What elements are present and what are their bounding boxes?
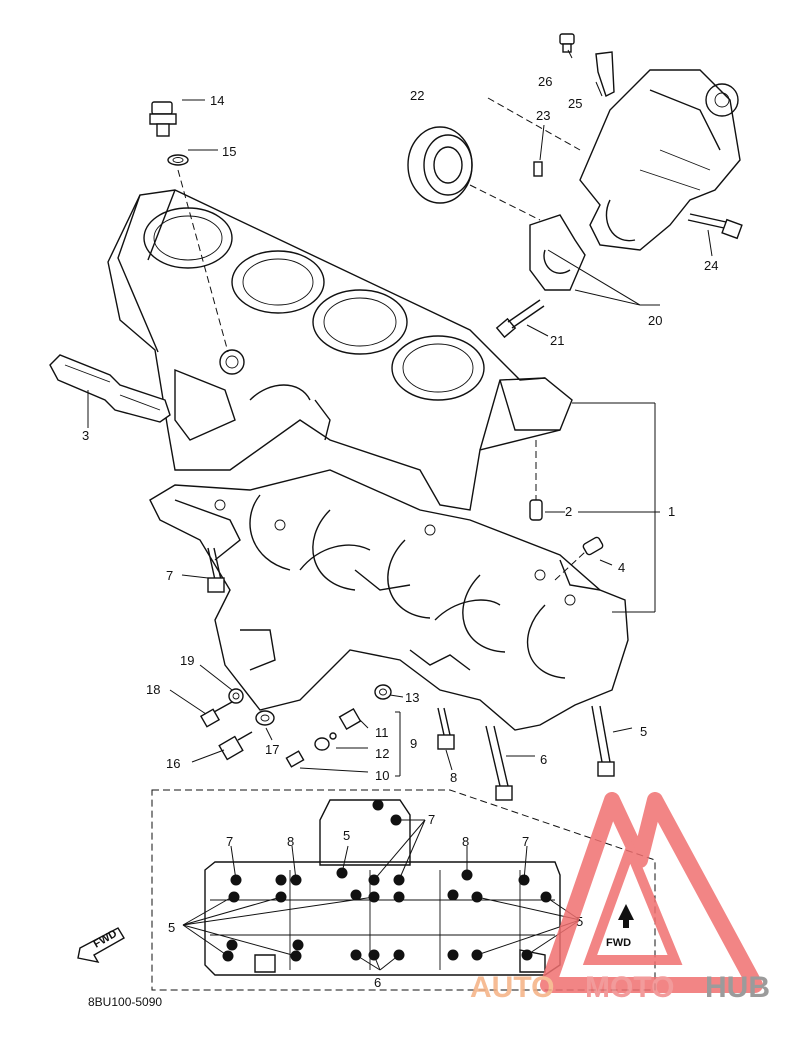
callout-10: 10 <box>375 768 389 783</box>
bolt-position-dots <box>222 799 552 962</box>
main-leader-lines <box>87 49 713 777</box>
detail-callout-6: 6 <box>374 975 381 990</box>
detail-callout-5-left: 5 <box>168 920 175 935</box>
svg-text:AUTO: AUTO <box>470 971 554 1004</box>
callout-19: 19 <box>180 653 194 668</box>
callout-24: 24 <box>704 258 718 273</box>
fwd-arrow-detail: FWD <box>606 904 634 949</box>
callout-12: 12 <box>375 746 389 761</box>
small-fasteners-top <box>487 33 743 339</box>
callout-labels: 1 2 3 4 5 6 7 8 9 10 11 12 13 14 15 16 1… <box>82 74 718 990</box>
watermark-logo: AUTO MOTO HUB <box>470 792 770 1004</box>
callout-23: 23 <box>536 108 550 123</box>
callout-14: 14 <box>210 93 224 108</box>
detail-callout-8-left: 8 <box>287 834 294 849</box>
callout-16: 16 <box>166 756 180 771</box>
callout-13: 13 <box>405 690 419 705</box>
detail-callout-7-left: 7 <box>226 834 233 849</box>
callout-15: 15 <box>222 144 236 159</box>
bolts <box>207 547 615 801</box>
detail-callout-7-right: 7 <box>522 834 529 849</box>
callout-3: 3 <box>82 428 89 443</box>
callout-7: 7 <box>166 568 173 583</box>
dowels <box>529 440 604 581</box>
bearing <box>407 126 541 221</box>
callout-18: 18 <box>146 682 160 697</box>
gasket-strip <box>49 354 171 423</box>
drain-plug-and-washer <box>149 101 229 353</box>
callout-17: 17 <box>265 742 279 757</box>
detail-callout-7-top: 7 <box>428 812 435 827</box>
callout-8: 8 <box>450 770 457 785</box>
bearing-housing <box>529 69 741 291</box>
detail-callout-5-right: 5 <box>576 914 583 929</box>
callout-4: 4 <box>618 560 625 575</box>
callout-1: 1 <box>668 504 675 519</box>
callout-5: 5 <box>640 724 647 739</box>
callout-26: 26 <box>538 74 552 89</box>
fwd-arrow-left: FWD <box>77 927 125 963</box>
callout-22: 22 <box>410 88 424 103</box>
svg-text:MOTO: MOTO <box>585 971 674 1004</box>
upper-crankcase <box>107 189 573 511</box>
callout-25: 25 <box>568 96 582 111</box>
lower-crankcase <box>149 469 629 731</box>
callout-20: 20 <box>648 313 662 328</box>
drawing-code: 8BU100-5090 <box>88 995 162 1009</box>
callout-11: 11 <box>375 725 389 740</box>
callout-9: 9 <box>410 736 417 751</box>
detail-callout-5-top: 5 <box>343 828 350 843</box>
detail-callout-8-right: 8 <box>462 834 469 849</box>
fwd-label-detail: FWD <box>606 937 631 949</box>
svg-text:HUB: HUB <box>705 971 770 1004</box>
callout-6: 6 <box>540 752 547 767</box>
small-parts-lower <box>199 684 392 768</box>
callout-2: 2 <box>565 504 572 519</box>
callout-21: 21 <box>550 333 564 348</box>
